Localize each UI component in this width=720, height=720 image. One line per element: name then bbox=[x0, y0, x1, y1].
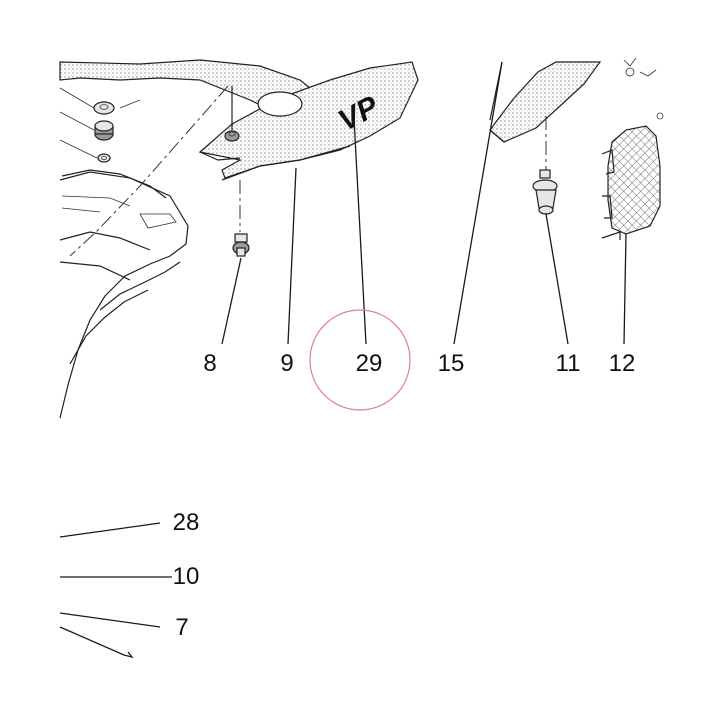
mesh-grille-part bbox=[601, 125, 661, 240]
screw-8-icon bbox=[232, 180, 250, 257]
callout-11: 11 bbox=[556, 350, 581, 377]
clip-11-icon bbox=[532, 116, 558, 215]
callout-28: 28 bbox=[173, 509, 200, 536]
side-trim-part bbox=[489, 61, 602, 143]
bottom-leaders bbox=[59, 522, 172, 659]
callout-7: 7 bbox=[175, 614, 188, 641]
callout-15: 15 bbox=[438, 350, 465, 377]
callout-9: 9 bbox=[280, 350, 293, 377]
washer-stack bbox=[59, 87, 141, 163]
leader-lines bbox=[221, 61, 627, 345]
callout-29: 29 bbox=[356, 350, 383, 377]
top-right-fragment bbox=[623, 57, 664, 120]
callout-12: 12 bbox=[609, 350, 636, 377]
callout-8: 8 bbox=[203, 350, 216, 377]
callout-10: 10 bbox=[173, 563, 200, 590]
lower-cover-part: VP bbox=[198, 61, 419, 181]
highlight-circle bbox=[309, 309, 411, 411]
